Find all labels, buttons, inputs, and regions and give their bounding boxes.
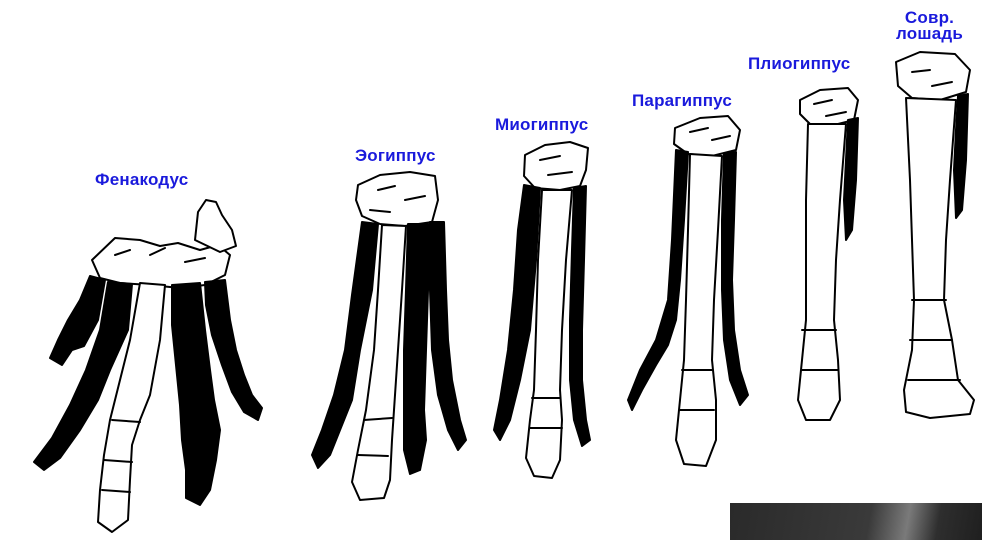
pliohippus-toe — [798, 124, 846, 420]
pliohippus-splint — [844, 118, 858, 240]
eohippus-carpals — [356, 172, 438, 226]
label-phenacodus: Фенакодус — [95, 171, 188, 188]
corner-photo-fragment — [730, 503, 982, 540]
parahippus-toe-3 — [722, 152, 748, 405]
eohippus-foot — [312, 172, 466, 500]
pliohippus-foot — [798, 88, 858, 420]
eohippus-toe-4 — [430, 222, 466, 450]
modern-horse-foot — [896, 52, 974, 418]
modern-horse-carpals — [896, 52, 970, 100]
miohippus-toe-3 — [570, 186, 590, 446]
label-modern-horse-line2: лошадь — [896, 26, 963, 42]
label-modern-horse: Совр. лошадь — [896, 10, 963, 42]
label-pliohippus: Плиогиппус — [748, 55, 850, 72]
eohippus-toe-3 — [404, 224, 428, 474]
parahippus-toe-1 — [628, 150, 688, 410]
label-miohippus: Миогиппус — [495, 116, 588, 133]
miohippus-foot — [494, 142, 590, 478]
phenacodus-hook-bone — [195, 200, 236, 252]
miohippus-carpals — [524, 142, 588, 190]
parahippus-foot — [628, 116, 748, 466]
modern-horse-splint — [954, 94, 968, 218]
phenacodus-foot — [34, 200, 262, 532]
label-eohippus: Эогиппус — [355, 147, 436, 164]
label-parahippus: Парагиппус — [632, 92, 732, 109]
